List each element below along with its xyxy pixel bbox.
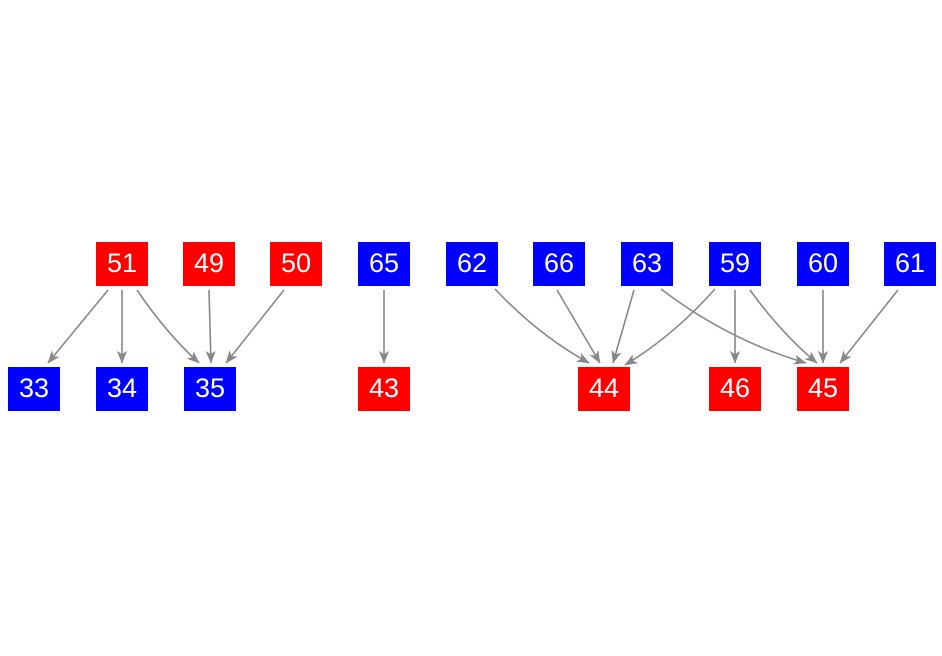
node-label: 66 <box>543 247 575 278</box>
node-label: 49 <box>193 247 225 278</box>
graph-node-34[interactable]: 34 <box>96 367 148 411</box>
node-label: 61 <box>894 247 926 278</box>
node-label: 43 <box>368 372 400 403</box>
graph-edge <box>494 288 590 364</box>
node-label: 33 <box>18 372 50 403</box>
graph-edge <box>749 289 818 364</box>
graph-edge <box>556 289 601 364</box>
graph-node-66[interactable]: 66 <box>533 242 585 286</box>
node-label: 60 <box>807 247 839 278</box>
node-label: 35 <box>194 372 226 403</box>
graph-node-33[interactable]: 33 <box>8 367 60 411</box>
graph-node-51[interactable]: 51 <box>96 242 148 286</box>
edges-group <box>47 288 899 366</box>
graph-edge <box>225 289 285 364</box>
graph-node-43[interactable]: 43 <box>358 367 410 411</box>
graph-node-59[interactable]: 59 <box>709 242 761 286</box>
graph-node-61[interactable]: 61 <box>884 242 936 286</box>
graph-edge <box>660 288 807 365</box>
node-label: 34 <box>106 372 138 403</box>
graph-node-50[interactable]: 50 <box>270 242 322 286</box>
graph-edge <box>624 288 716 366</box>
graph-node-44[interactable]: 44 <box>578 367 630 411</box>
graph-node-46[interactable]: 46 <box>709 367 761 411</box>
graph-node-45[interactable]: 45 <box>797 367 849 411</box>
graph-node-49[interactable]: 49 <box>183 242 235 286</box>
node-label: 51 <box>106 247 138 278</box>
graph-node-63[interactable]: 63 <box>621 242 673 286</box>
node-label: 59 <box>719 247 751 278</box>
graph-edge <box>611 289 635 364</box>
node-label: 44 <box>588 372 620 403</box>
graph-edge <box>47 289 109 364</box>
node-label: 45 <box>807 372 839 403</box>
graph-node-35[interactable]: 35 <box>184 367 236 411</box>
graph-node-62[interactable]: 62 <box>446 242 498 286</box>
graph-node-65[interactable]: 65 <box>358 242 410 286</box>
graph-edge <box>839 289 899 364</box>
node-label: 63 <box>631 247 663 278</box>
node-label: 65 <box>368 247 400 278</box>
graph-edge <box>136 289 200 364</box>
node-label: 62 <box>456 247 488 278</box>
node-label: 50 <box>280 247 312 278</box>
node-label: 46 <box>719 372 751 403</box>
graph-edge <box>205 289 216 364</box>
graph-node-60[interactable]: 60 <box>797 242 849 286</box>
